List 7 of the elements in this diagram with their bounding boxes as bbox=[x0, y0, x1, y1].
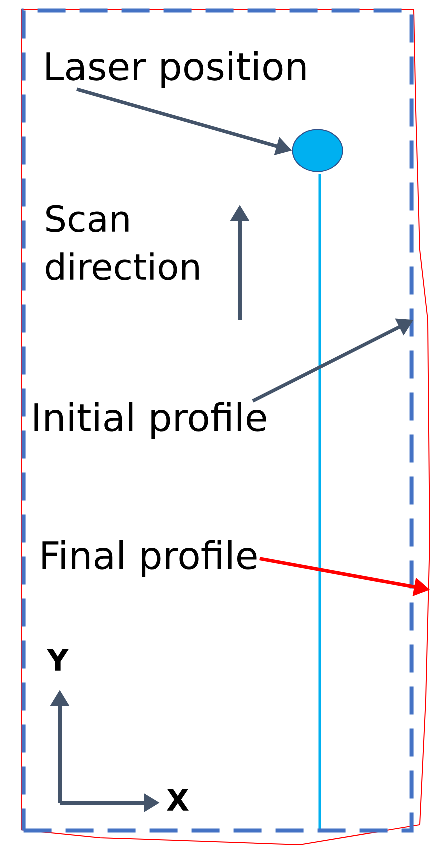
laser-spot bbox=[292, 129, 344, 172]
axis-label: X bbox=[167, 789, 189, 811]
axis-label: Y bbox=[46, 649, 70, 671]
callout-text: Final profile bbox=[42, 540, 257, 578]
direction-label: Scan direction bbox=[46, 205, 199, 280]
callout-text: Initial profile bbox=[34, 402, 266, 440]
callout-text: Laser position bbox=[46, 51, 306, 88]
